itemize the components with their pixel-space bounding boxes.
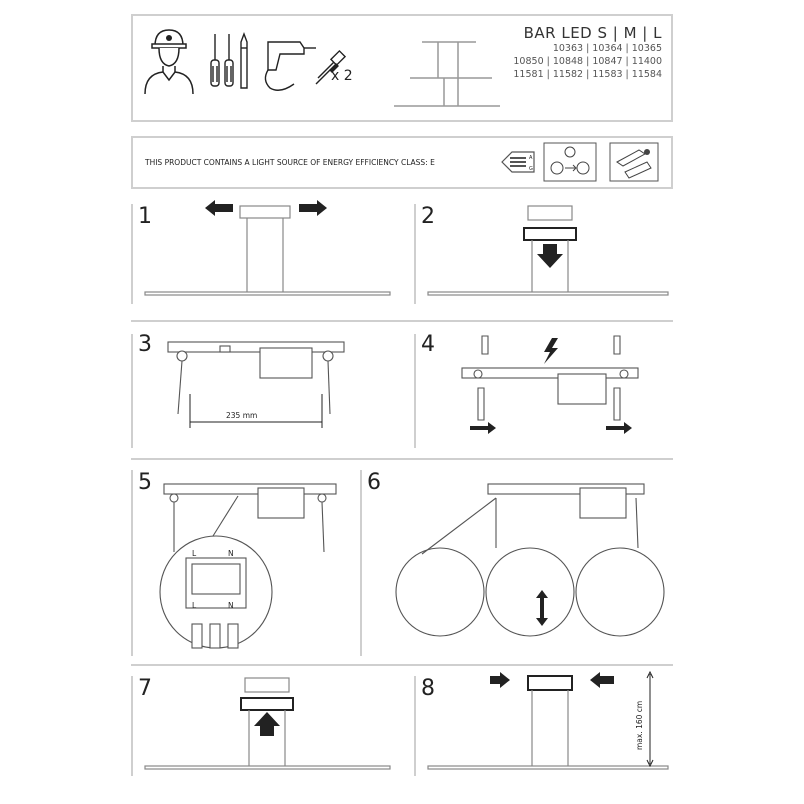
divider-v-2 <box>414 204 416 304</box>
step-4-illustration <box>461 335 639 434</box>
product-codes-2: 10850 | 10848 | 10847 | 11400 <box>513 56 662 67</box>
step-2-illustration <box>427 205 669 296</box>
step-7-number: 7 <box>138 676 152 701</box>
lamp-icon <box>394 41 500 107</box>
recycle-icon <box>543 142 597 182</box>
divider-h-2 <box>131 458 673 460</box>
product-title: BAR LED S | M | L <box>523 24 662 42</box>
divider-v-4 <box>414 334 416 448</box>
step-4-number: 4 <box>421 332 435 357</box>
svg-text:A: A <box>529 155 533 161</box>
step-8-number: 8 <box>421 676 435 701</box>
step-1-number: 1 <box>138 204 152 229</box>
arrow-icon <box>205 200 327 216</box>
tools-icon <box>609 142 659 182</box>
quantity-label: x 2 <box>331 68 353 84</box>
step-3-illustration: 235 mm <box>167 341 345 428</box>
screwdriver-icon <box>210 32 248 89</box>
step-8-illustration: max. 160 cm <box>427 670 669 770</box>
step-5-illustration: L N L N <box>159 483 337 649</box>
step-6-number: 6 <box>367 470 381 495</box>
header-box <box>131 14 673 122</box>
terminal-label-n1: N <box>228 549 234 558</box>
product-codes-1: 10363 | 10364 | 10365 <box>552 43 662 54</box>
divider-v-1 <box>131 204 133 304</box>
divider-v-7 <box>131 676 133 776</box>
notice-box <box>131 136 673 189</box>
divider-v-5 <box>131 470 133 656</box>
step-5-number: 5 <box>138 470 152 495</box>
divider-v-3 <box>131 334 133 448</box>
divider-v-8 <box>414 676 416 776</box>
step-3-number: 3 <box>138 332 152 357</box>
divider-h-3 <box>131 664 673 666</box>
step-7-illustration <box>144 677 391 770</box>
energy-notice: THIS PRODUCT CONTAINS A LIGHT SOURCE OF … <box>145 158 435 167</box>
product-codes-3: 11581 | 11582 | 11583 | 11584 <box>513 69 662 80</box>
worker-icon <box>144 29 194 95</box>
divider-h-1 <box>131 320 673 322</box>
divider-v-6 <box>360 470 362 656</box>
drill-icon <box>264 41 347 91</box>
terminal-label-l1: L <box>192 549 197 558</box>
step-1-illustration <box>144 200 391 296</box>
energy-label-icon: A G <box>501 151 535 173</box>
step-2-number: 2 <box>421 204 435 229</box>
step-6-illustration <box>395 483 665 637</box>
dimension-label: 235 mm <box>226 411 257 420</box>
lightning-icon <box>544 338 558 364</box>
terminal-label-n2: N <box>228 601 234 610</box>
terminal-label-l2: L <box>192 601 197 610</box>
svg-text:G: G <box>529 166 533 172</box>
height-label: max. 160 cm <box>635 701 644 750</box>
